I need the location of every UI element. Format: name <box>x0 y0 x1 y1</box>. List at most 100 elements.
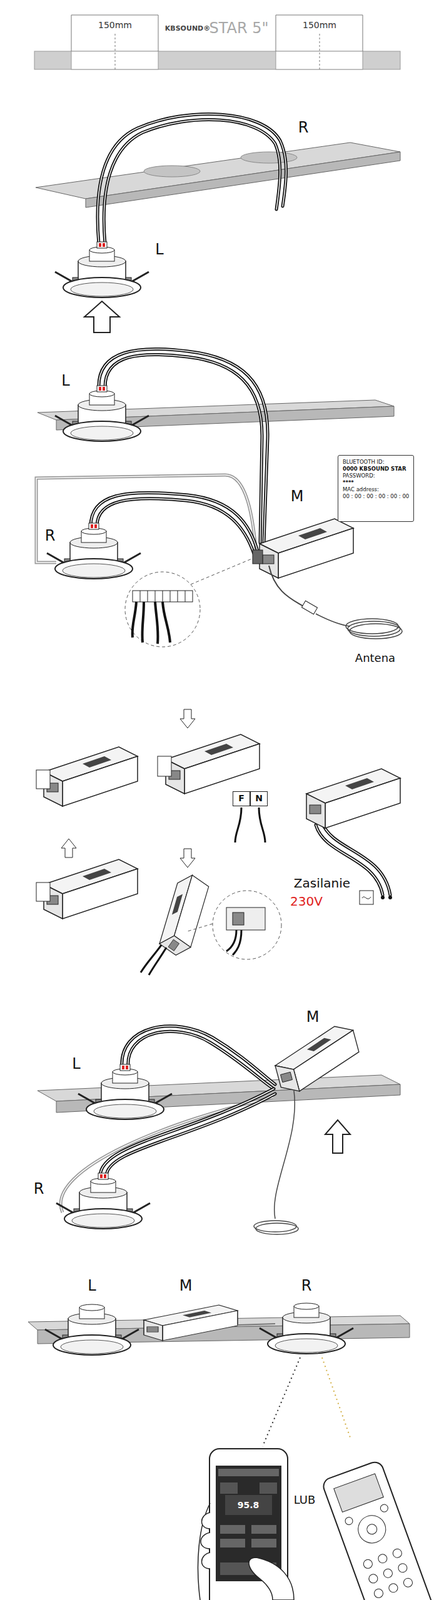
cable <box>106 1094 276 1177</box>
box-text: F <box>233 792 250 806</box>
power-wires <box>226 930 242 956</box>
cable <box>98 348 268 543</box>
step-finished <box>28 1303 434 1600</box>
arrow-up <box>325 1120 351 1154</box>
speaker <box>46 528 141 580</box>
hand <box>198 1503 294 1600</box>
part-letter: L <box>71 1056 81 1074</box>
cable <box>103 119 281 244</box>
module <box>306 769 401 829</box>
ac-symbol <box>362 897 371 900</box>
module-detail <box>226 908 266 931</box>
part-letter: L <box>61 372 70 391</box>
part-name: Antena <box>355 652 396 666</box>
arrow-down <box>180 709 196 729</box>
cable <box>128 1031 273 1089</box>
module <box>43 859 138 920</box>
connector <box>88 523 99 530</box>
cable <box>97 113 287 244</box>
brand-name: KBSOUND® <box>165 25 211 34</box>
antenna-plug <box>301 600 318 615</box>
speaker <box>78 1069 172 1121</box>
module <box>269 1022 366 1097</box>
clip-cover <box>157 756 172 777</box>
ceiling-bar <box>34 51 401 70</box>
part-letter: M <box>290 488 304 506</box>
speaker <box>55 390 149 442</box>
box-text: PASSWORD: <box>342 472 409 480</box>
antenna-coil <box>253 1221 297 1233</box>
speaker <box>45 1305 139 1356</box>
cable <box>36 475 257 563</box>
speaker <box>55 247 149 298</box>
speaker <box>56 1178 151 1230</box>
cable <box>36 475 257 563</box>
hole <box>240 151 298 164</box>
part-letter: M <box>306 1009 320 1027</box>
terminal-cell: F <box>232 791 251 807</box>
part-letter: L <box>87 1278 96 1296</box>
step-mount-module <box>37 1022 401 1236</box>
cable <box>96 499 254 555</box>
dimension: 150mm <box>98 20 132 31</box>
ceiling-board-edge <box>85 151 401 208</box>
clip-cover <box>36 770 51 790</box>
cable <box>98 348 268 543</box>
terminal-cell: N <box>250 791 268 807</box>
connector <box>96 385 107 393</box>
step-insert-speaker <box>35 113 401 333</box>
dimension: 150mm <box>302 20 337 31</box>
bluetooth-signal <box>262 1358 301 1448</box>
box-text: MAC address: <box>342 486 409 494</box>
step-power <box>36 709 401 976</box>
screen-value: 95.8 <box>237 1500 260 1511</box>
zoom-circle <box>125 572 201 648</box>
terminal-dot <box>380 896 385 900</box>
cable <box>237 1324 276 1326</box>
module <box>43 747 138 807</box>
connector <box>98 1173 109 1181</box>
cable <box>103 119 281 244</box>
part-letter: R <box>33 1181 45 1199</box>
zoom-leader <box>187 924 213 932</box>
ir-signal <box>322 1358 351 1439</box>
box-text: N <box>250 792 268 806</box>
hole <box>143 165 201 177</box>
voltage-label: 230V <box>290 894 323 910</box>
speaker <box>259 1303 354 1355</box>
clip-cover <box>36 883 51 902</box>
part-letter: R <box>301 1278 313 1296</box>
box-text: 00 : 00 : 00 : 00 : 00 : 00 <box>342 493 409 501</box>
part-letter: R <box>298 119 309 137</box>
terminal-detail <box>232 913 244 926</box>
power-label: Zasilanie <box>293 876 351 892</box>
connector <box>96 242 107 249</box>
module <box>143 1305 238 1342</box>
or-label: LUB <box>293 1494 316 1508</box>
zoom-leader <box>190 558 254 585</box>
terminal-strip <box>132 590 193 603</box>
antenna-cable <box>274 1091 296 1220</box>
module <box>259 519 354 579</box>
arrow-down <box>180 849 196 868</box>
part-letter: M <box>179 1278 193 1296</box>
terminal-wires <box>132 602 171 645</box>
cable <box>121 1026 276 1085</box>
cable <box>121 1026 276 1085</box>
part-letter: R <box>45 527 56 546</box>
terminal-dot <box>388 896 393 900</box>
module <box>165 734 260 795</box>
box-text: **** <box>342 479 409 487</box>
arrow-up <box>84 301 120 333</box>
antenna-coil <box>255 1223 299 1236</box>
box-text: 0000 KBSOUND STAR <box>342 465 409 473</box>
ceiling-board <box>35 142 401 199</box>
arrow-up <box>61 839 77 858</box>
antenna-cable <box>315 614 351 627</box>
box-text: BLUETOOTH ID: <box>342 459 409 466</box>
power-wires <box>140 945 167 976</box>
module <box>143 871 226 960</box>
antenna-cable <box>268 565 306 608</box>
